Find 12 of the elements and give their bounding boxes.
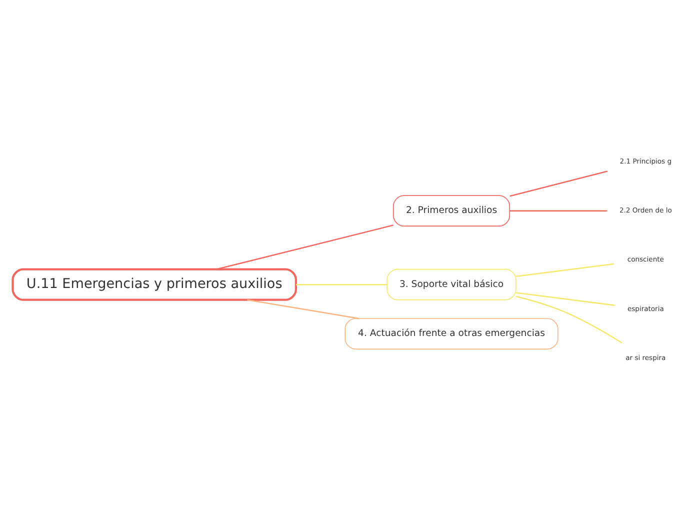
connector: [516, 296, 622, 344]
connector: [510, 210, 608, 212]
node-box: 2. Primeros auxilios: [393, 195, 510, 227]
node-box: U.11 Emergencias y primeros auxilios: [12, 268, 297, 301]
node-box: 3. Soporte vital básico: [386, 268, 516, 300]
connector: [516, 263, 614, 278]
connector: [296, 284, 387, 286]
connector: [246, 299, 359, 320]
connector: [216, 224, 394, 270]
connector: [516, 292, 615, 306]
connector: [510, 170, 608, 197]
node-box: 4. Actuación frente a otras emergencias: [344, 318, 558, 350]
